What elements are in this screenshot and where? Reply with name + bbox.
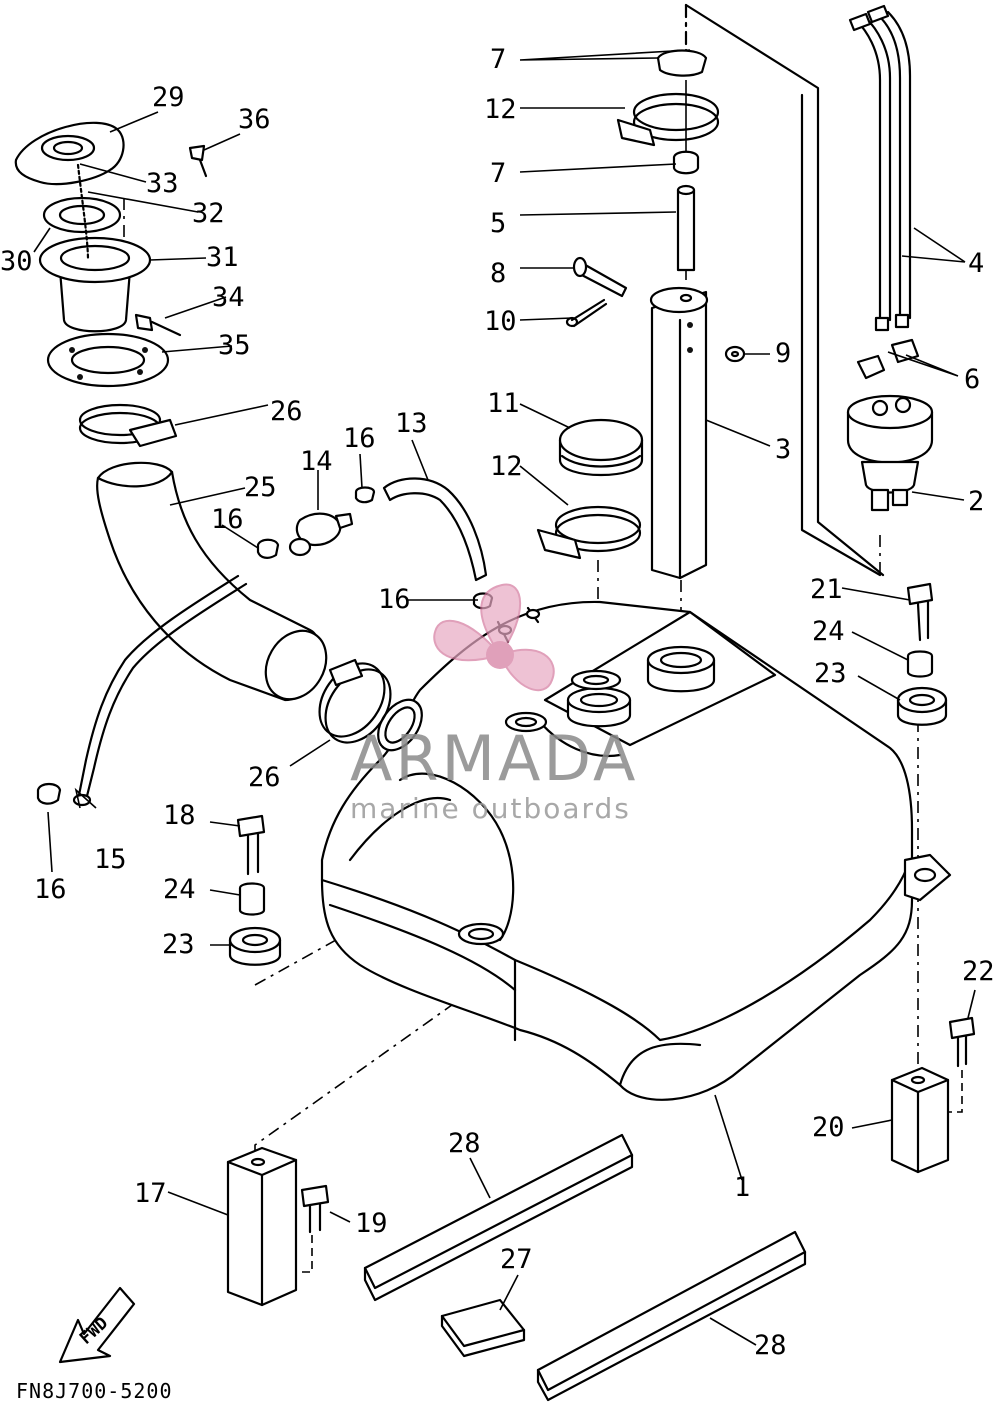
callout-label: 29 <box>152 82 185 113</box>
drawing-code: FN8J700-5200 <box>16 1379 173 1403</box>
callout-label: 30 <box>0 246 33 277</box>
callout-leaders <box>33 49 976 1346</box>
watermark-brand: ARMADA <box>350 722 638 795</box>
callout-label: 27 <box>500 1244 533 1275</box>
callout-label: 6 <box>964 364 980 395</box>
callout-label: 10 <box>484 306 517 337</box>
callout-label: 36 <box>238 104 271 135</box>
callout-label: 2 <box>968 486 984 517</box>
callout-label: 11 <box>487 388 520 419</box>
callout-label: 4 <box>968 248 984 279</box>
callout-label: 14 <box>300 446 333 477</box>
callout-label: 25 <box>244 472 277 503</box>
callout-label: 19 <box>355 1208 388 1239</box>
callout-label: 31 <box>206 242 239 273</box>
callout-label: 18 <box>163 800 196 831</box>
callout-label: 3 <box>775 434 791 465</box>
callout-label: 24 <box>163 874 196 905</box>
callout-label: 12 <box>490 451 523 482</box>
callout-label: 34 <box>212 282 245 313</box>
mount-hardware <box>228 582 976 1234</box>
callout-label: 23 <box>162 929 195 960</box>
callout-label: 12 <box>484 94 517 125</box>
watermark-tagline: marine outboards <box>350 792 631 825</box>
fuel-filter-assembly <box>846 4 934 512</box>
callout-label: 16 <box>343 423 376 454</box>
callout-label: 15 <box>94 844 127 875</box>
fuel-tank <box>320 600 952 1101</box>
filler-hose-assembly <box>36 403 494 807</box>
callout-label: 26 <box>248 762 281 793</box>
callout-label: 13 <box>395 408 428 439</box>
cap-and-clamp <box>536 418 644 560</box>
callout-label: 16 <box>34 874 67 905</box>
callout-label: 7 <box>490 158 506 189</box>
callout-label: 28 <box>448 1128 481 1159</box>
callout-label: 1 <box>734 1172 750 1203</box>
tank-supports <box>226 1066 950 1402</box>
callout-label: 35 <box>218 330 251 361</box>
callout-numbers: 1 2 3 4 5 6 7 7 8 9 10 11 12 12 13 14 15… <box>0 44 995 1361</box>
callout-label: 16 <box>378 584 411 615</box>
callout-label: 26 <box>270 396 303 427</box>
callout-label: 21 <box>810 574 843 605</box>
armada-watermark: ARMADA marine outboards <box>350 583 638 825</box>
callout-label: 16 <box>211 504 244 535</box>
filler-cap-assembly <box>14 121 208 388</box>
callout-label: 22 <box>962 956 995 987</box>
callout-label: 7 <box>490 44 506 75</box>
callout-label: 23 <box>814 658 847 689</box>
callout-label: 17 <box>134 1178 167 1209</box>
propeller-logo-icon <box>433 583 555 692</box>
callout-label: 24 <box>812 616 845 647</box>
callout-label: 32 <box>192 198 225 229</box>
callout-label: 28 <box>754 1330 787 1361</box>
fuel-sender-assembly <box>565 49 746 580</box>
callout-label: 8 <box>490 258 506 289</box>
callout-label: 20 <box>812 1112 845 1143</box>
tank-grommets <box>566 645 716 728</box>
callout-label: 9 <box>775 338 791 369</box>
fwd-arrow-icon: FWD <box>58 1286 136 1364</box>
callout-label: 33 <box>146 168 179 199</box>
callout-label: 5 <box>490 208 506 239</box>
